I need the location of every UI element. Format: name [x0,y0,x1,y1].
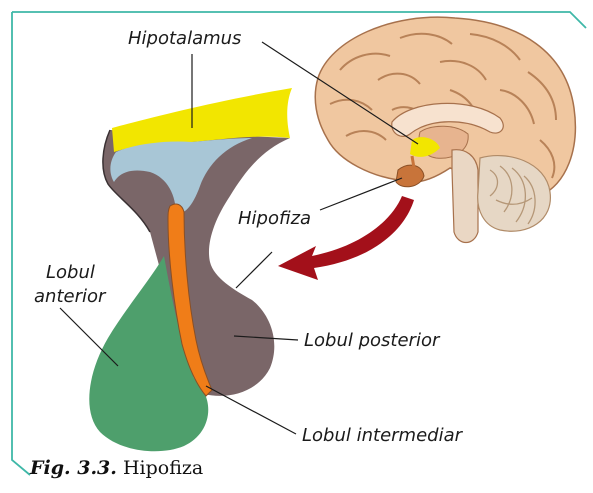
leader-intermediate [206,386,296,434]
figure-caption: Fig. 3.3. Hipofiza [30,456,203,480]
label-hypothalamus: Hipotalamus [128,28,241,50]
brain-illustration [315,17,575,242]
brain-stalk [412,156,414,168]
leader-hypophysis-brain [320,178,402,210]
label-hypophysis: Hipofiza [238,208,311,230]
label-posterior: Lobul posterior [304,330,439,352]
caption-figure-number: Fig. 3.3. [30,457,117,479]
brainstem [452,150,478,243]
label-intermediate: Lobul intermediar [302,425,462,447]
caption-title: Hipofiza [123,457,203,479]
label-anterior-line1: Lobul [46,262,95,284]
leader-hypophysis-diagram [236,252,272,288]
brain-pituitary [396,165,424,187]
hypophysis-section [89,88,292,451]
label-anterior-line2: anterior [34,286,105,308]
